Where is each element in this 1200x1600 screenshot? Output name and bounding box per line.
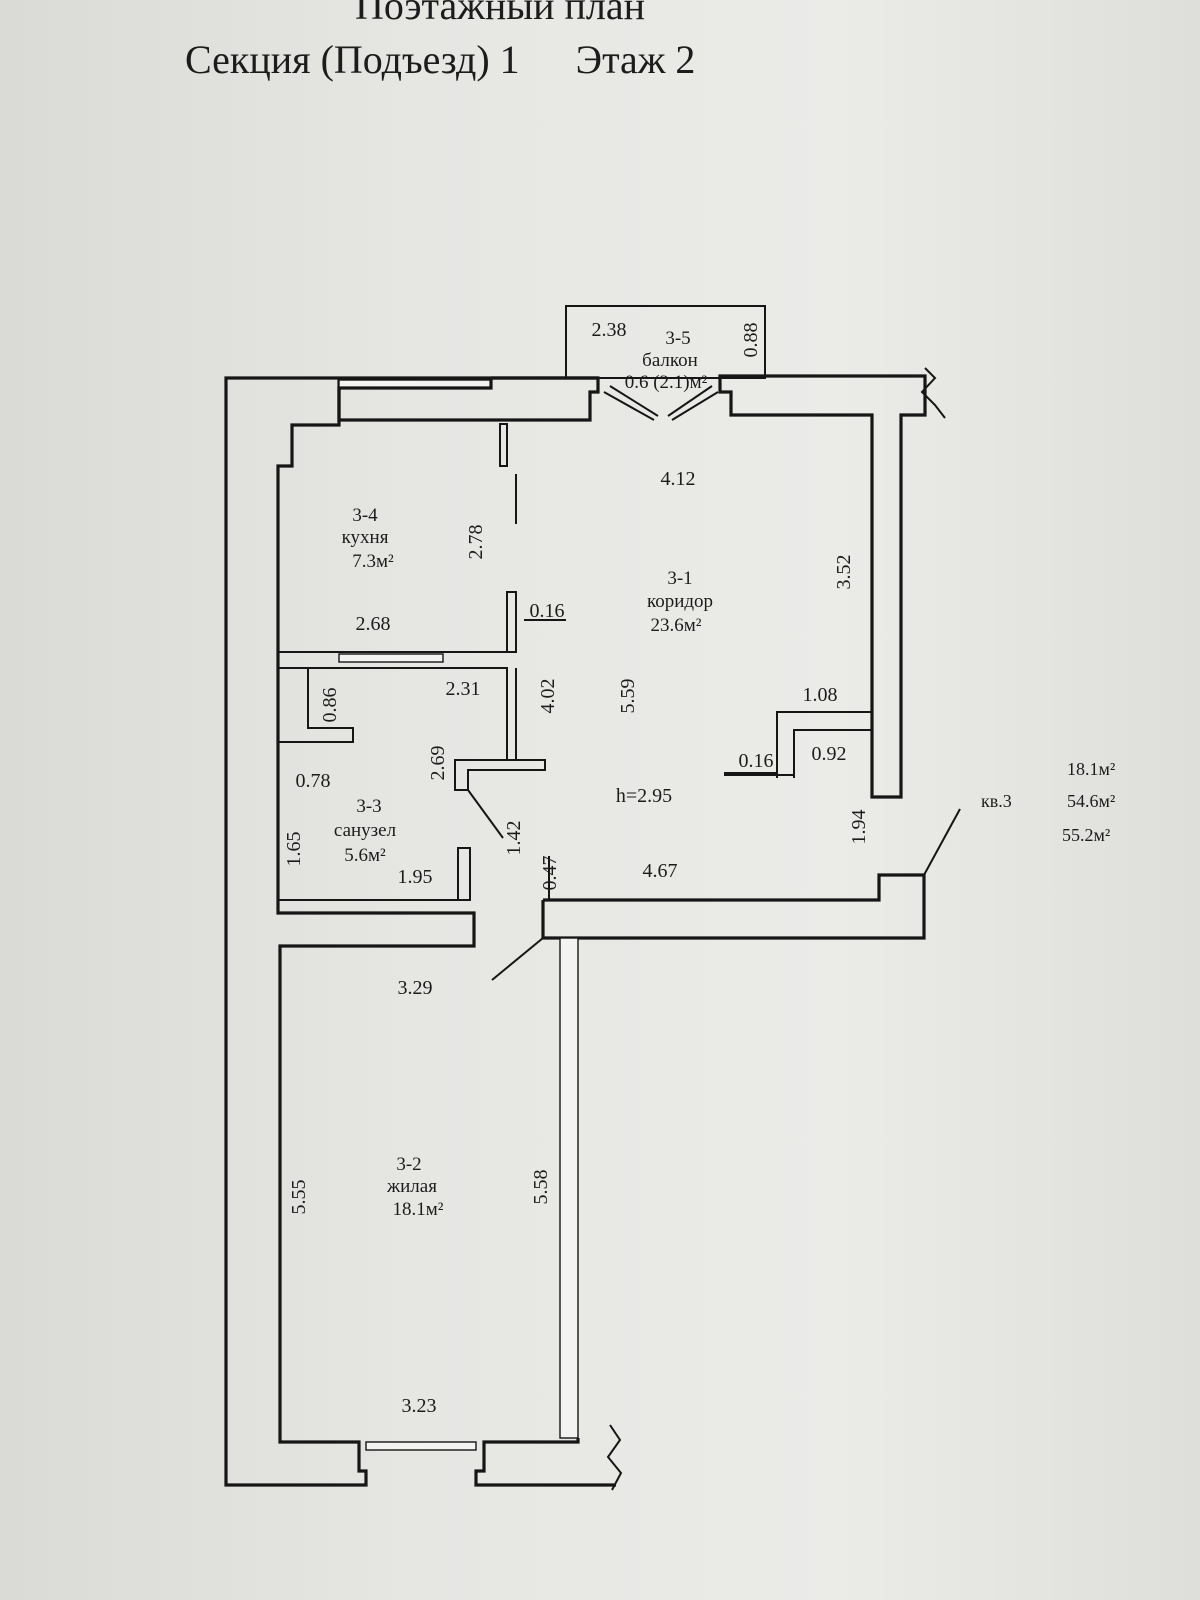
balcony-door-left (603, 385, 659, 421)
kitchen-id: 3-4 (352, 505, 378, 526)
dim-bath-top-width: 2.31 (446, 678, 481, 700)
dim-living-right: 5.58 (530, 1170, 552, 1205)
dim-corr-467: 4.67 (643, 860, 678, 882)
dim-balcony-depth: 0.88 (740, 323, 762, 358)
balcony-outline (565, 305, 766, 379)
dim-corridor-top: 4.12 (661, 468, 696, 490)
dim-bath-078: 0.78 (296, 770, 331, 792)
corridor-right-step (724, 711, 872, 778)
dim-bath-086: 0.86 (319, 688, 341, 723)
dim-kitchen-height: 2.78 (465, 525, 487, 560)
dim-corr-108: 1.08 (803, 684, 838, 706)
dim-bath-195: 1.95 (398, 866, 433, 888)
dim-corr-559: 5.59 (617, 679, 639, 714)
dim-living-bottom: 3.23 (402, 1395, 437, 1417)
living-bottom-wall (474, 1438, 616, 1487)
balcony-name: балкон (642, 350, 698, 371)
balcony-id: 3-5 (665, 328, 690, 349)
dim-kitchen-width: 2.68 (356, 613, 391, 635)
floor-label: Этаж 2 (575, 37, 696, 82)
dim-ceiling-height: h=2.95 (616, 785, 672, 807)
living-name: жилая (386, 1176, 437, 1197)
dim-living-left: 5.55 (288, 1180, 310, 1215)
dim-wall-016a: 0.16 (530, 600, 565, 622)
apartment-pointer (923, 808, 961, 876)
kitchen-bath-wall (278, 651, 516, 669)
kitchen-partition-bottom (506, 591, 517, 653)
bathroom-area: 5.6м² (344, 845, 386, 866)
outer-wall-right (718, 374, 927, 799)
dim-corridor-right: 3.52 (833, 555, 855, 590)
break-mark-bottom (606, 1424, 623, 1491)
corridor-id: 3-1 (667, 568, 692, 589)
dim-corr-092: 0.92 (812, 743, 847, 765)
dim-balcony-width: 2.38 (592, 319, 627, 341)
section-label: Секция (Подъезд) 1 (185, 37, 520, 82)
corridor-name: коридор (647, 591, 713, 612)
dim-bath-165: 1.65 (283, 832, 305, 867)
bathroom-door-swing (467, 789, 504, 839)
corridor-lower-wall (541, 873, 926, 940)
kitchen-bath-glass (338, 653, 444, 663)
balcony-area: 0.6 (2.1)м² (625, 372, 708, 393)
dim-corr-194: 1.94 (848, 810, 870, 845)
bathroom-lower-wall (277, 742, 471, 901)
dim-corr-047: 0.47 (539, 856, 561, 891)
dim-corr-142: 1.42 (503, 821, 525, 856)
dim-living-top: 3.29 (398, 977, 433, 999)
apartment-living-area: 18.1м² (1067, 759, 1115, 779)
bathroom-name: санузел (334, 820, 397, 841)
balcony-door-right (667, 385, 719, 421)
apartment-total-with-balcony: 55.2м² (1062, 825, 1110, 845)
kitchen-area: 7.3м² (352, 551, 394, 572)
plan-title: Поэтажный план (354, 0, 646, 28)
plan-subtitle: Секция (Подъезд) 1 Этаж 2 (185, 40, 695, 80)
dim-bath-269: 2.69 (427, 746, 449, 781)
bathroom-niche (277, 668, 354, 743)
living-window (365, 1441, 477, 1451)
corridor-area: 23.6м² (651, 615, 702, 636)
kitchen-partition-top (499, 423, 508, 467)
bathroom-partition (454, 668, 546, 791)
living-glass-wall (559, 937, 579, 1439)
dim-wall-016b: 0.16 (739, 750, 774, 772)
living-id: 3-2 (396, 1154, 421, 1175)
break-mark-top (920, 367, 946, 419)
apartment-total-area: 54.6м² (1067, 791, 1115, 811)
living-area: 18.1м² (393, 1199, 444, 1220)
apartment-label: кв.3 (981, 791, 1012, 811)
bathroom-id: 3-3 (356, 796, 381, 817)
outer-wall-left (224, 376, 598, 1487)
wall-top-segment (337, 376, 600, 422)
living-door-swing (491, 937, 544, 981)
kitchen-name: кухня (342, 527, 389, 548)
dim-corr-402: 4.02 (537, 679, 559, 714)
